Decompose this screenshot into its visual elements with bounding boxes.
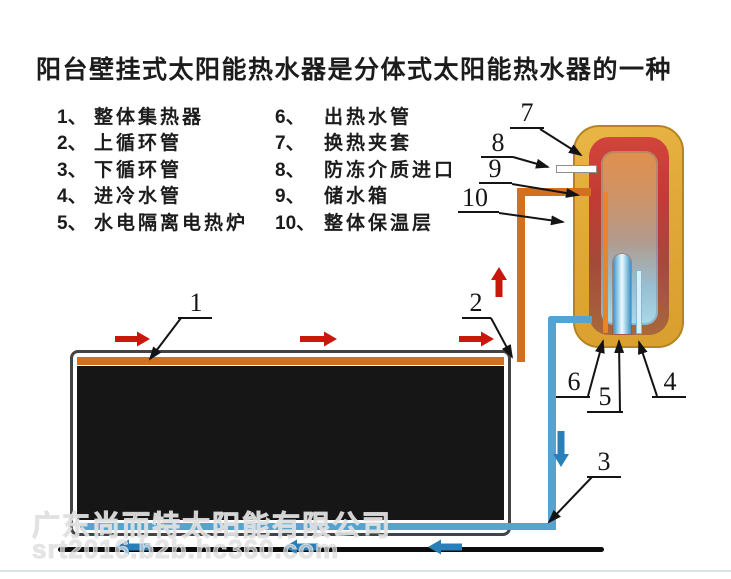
callout-label-4: 4: [663, 367, 677, 396]
flow-arrow-up-icon: [491, 267, 507, 297]
watermark-site: srt2016.b2b.hc360.com: [31, 534, 340, 565]
legend-item-2: 2、上循环管: [57, 129, 248, 156]
legend-label: 上循环管: [94, 133, 183, 155]
legend-item-7: 7、换热夹套: [275, 129, 456, 156]
legend-num: 6、: [275, 106, 305, 128]
flow-arrow-right-icon: [459, 331, 494, 347]
watermark-company: 广东尚而特太阳能有限公司: [31, 510, 393, 542]
legend-label: 储水箱: [324, 186, 391, 208]
upper-circulation-pipe: [517, 188, 525, 362]
callout-label-3: 3: [597, 447, 611, 476]
callout-label-6: 6: [567, 367, 581, 396]
legend-left: 1、整体集热器 2、上循环管 3、下循环管 4、进冷水管 5、水电隔离电热炉: [57, 102, 248, 235]
legend-num: 3、: [57, 159, 87, 181]
lower-circulation-pipe: [80, 523, 556, 530]
legend-num: 9、: [275, 186, 305, 208]
legend-label: 水电隔离电热炉: [94, 212, 249, 234]
legend-num: 4、: [57, 186, 87, 208]
hot-water-outlet-tube: [603, 192, 608, 333]
upper-pipe-tank-entry: [517, 188, 591, 196]
flow-arrow-right-icon: [300, 331, 337, 347]
legend-label: 下循环管: [94, 159, 183, 181]
callout-label-1: 1: [189, 288, 203, 317]
hot-flow-arrows: [115, 267, 507, 347]
legend-label: 整体集热器: [94, 106, 205, 128]
legend-num: 8、: [275, 159, 305, 181]
legend-item-1: 1、整体集热器: [57, 102, 248, 129]
legend-right: 6、出热水管 7、换热夹套 8、防冻介质进口 9、储水箱 10、整体保温层: [275, 102, 456, 235]
page-title: 阳台壁挂式太阳能热水器是分体式太阳能热水器的一种: [36, 56, 673, 84]
callout-8-arrow: [512, 156, 550, 169]
legend-label: 出热水管: [324, 106, 413, 128]
legend-num: 1、: [57, 106, 87, 128]
collector-top-pipe: [77, 357, 504, 365]
flow-arrow-right-icon: [115, 331, 150, 347]
callout-label-9: 9: [488, 154, 502, 183]
legend-label: 进冷水管: [94, 186, 183, 208]
collector-panel: [70, 350, 511, 536]
legend-num: 7、: [275, 133, 305, 155]
legend-item-9: 9、储水箱: [275, 182, 456, 209]
down-pipe: [548, 316, 556, 530]
legend-num: 5、: [57, 212, 87, 234]
legend-item-8: 8、防冻介质进口: [275, 155, 456, 182]
callout-label-2: 2: [469, 288, 483, 317]
callout-4-arrow: [638, 340, 658, 397]
legend-item-3: 3、下循环管: [57, 155, 248, 182]
antifreeze-inlet-tube: [556, 165, 597, 173]
legend-num: 2、: [57, 133, 87, 155]
callout-label-10: 10: [462, 183, 488, 212]
legend-item-4: 4、进冷水管: [57, 182, 248, 209]
callout-5-arrow: [614, 339, 625, 412]
callout-label-7: 7: [520, 98, 534, 127]
ground-line: [58, 547, 604, 552]
lower-pipe-tank-entry: [548, 316, 592, 323]
cold-water-inlet-tube: [636, 270, 642, 334]
electric-heater-tube: [613, 254, 631, 334]
callout-10-arrow: [498, 212, 565, 226]
legend-label: 换热夹套: [324, 133, 413, 155]
legend-item-6: 6、出热水管: [275, 102, 456, 129]
collector-absorber: [77, 366, 504, 520]
image-edge-line: [0, 570, 731, 572]
callout-label-5: 5: [598, 382, 612, 411]
legend-item-5: 5、水电隔离电热炉: [57, 208, 248, 235]
legend-label: 防冻介质进口: [324, 159, 457, 181]
legend-item-10: 10、整体保温层: [275, 208, 456, 235]
legend-num: 10、: [275, 212, 316, 234]
callout-label-8: 8: [491, 128, 505, 157]
legend-label: 整体保温层: [324, 212, 435, 234]
